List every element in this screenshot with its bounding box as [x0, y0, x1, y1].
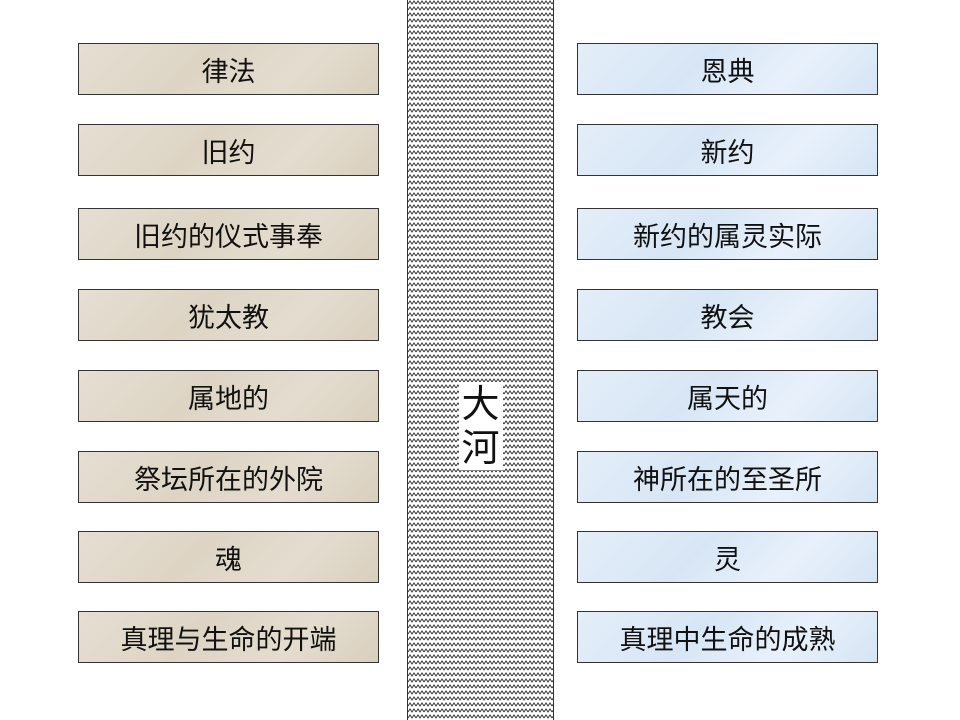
left-item: 属地的: [78, 370, 379, 422]
right-item: 新约: [577, 124, 878, 176]
right-item: 属天的: [577, 370, 878, 422]
zigzag-pattern: [408, 0, 553, 720]
right-item: 真理中生命的成熟: [577, 611, 878, 663]
river-label: 大 河: [408, 382, 553, 470]
right-item: 恩典: [577, 43, 878, 95]
left-item: 旧约: [78, 124, 379, 176]
left-item: 律法: [78, 43, 379, 95]
right-item: 神所在的至圣所: [577, 451, 878, 503]
river-label-line1: 大: [458, 382, 503, 426]
river-column: 大 河: [407, 0, 554, 720]
right-item: 新约的属灵实际: [577, 208, 878, 260]
left-item: 真理与生命的开端: [78, 611, 379, 663]
right-item: 教会: [577, 289, 878, 341]
left-item: 魂: [78, 531, 379, 583]
right-item: 灵: [577, 531, 878, 583]
left-item: 犹太教: [78, 289, 379, 341]
left-item: 旧约的仪式事奉: [78, 208, 379, 260]
river-label-line2: 河: [458, 426, 503, 470]
left-item: 祭坛所在的外院: [78, 451, 379, 503]
